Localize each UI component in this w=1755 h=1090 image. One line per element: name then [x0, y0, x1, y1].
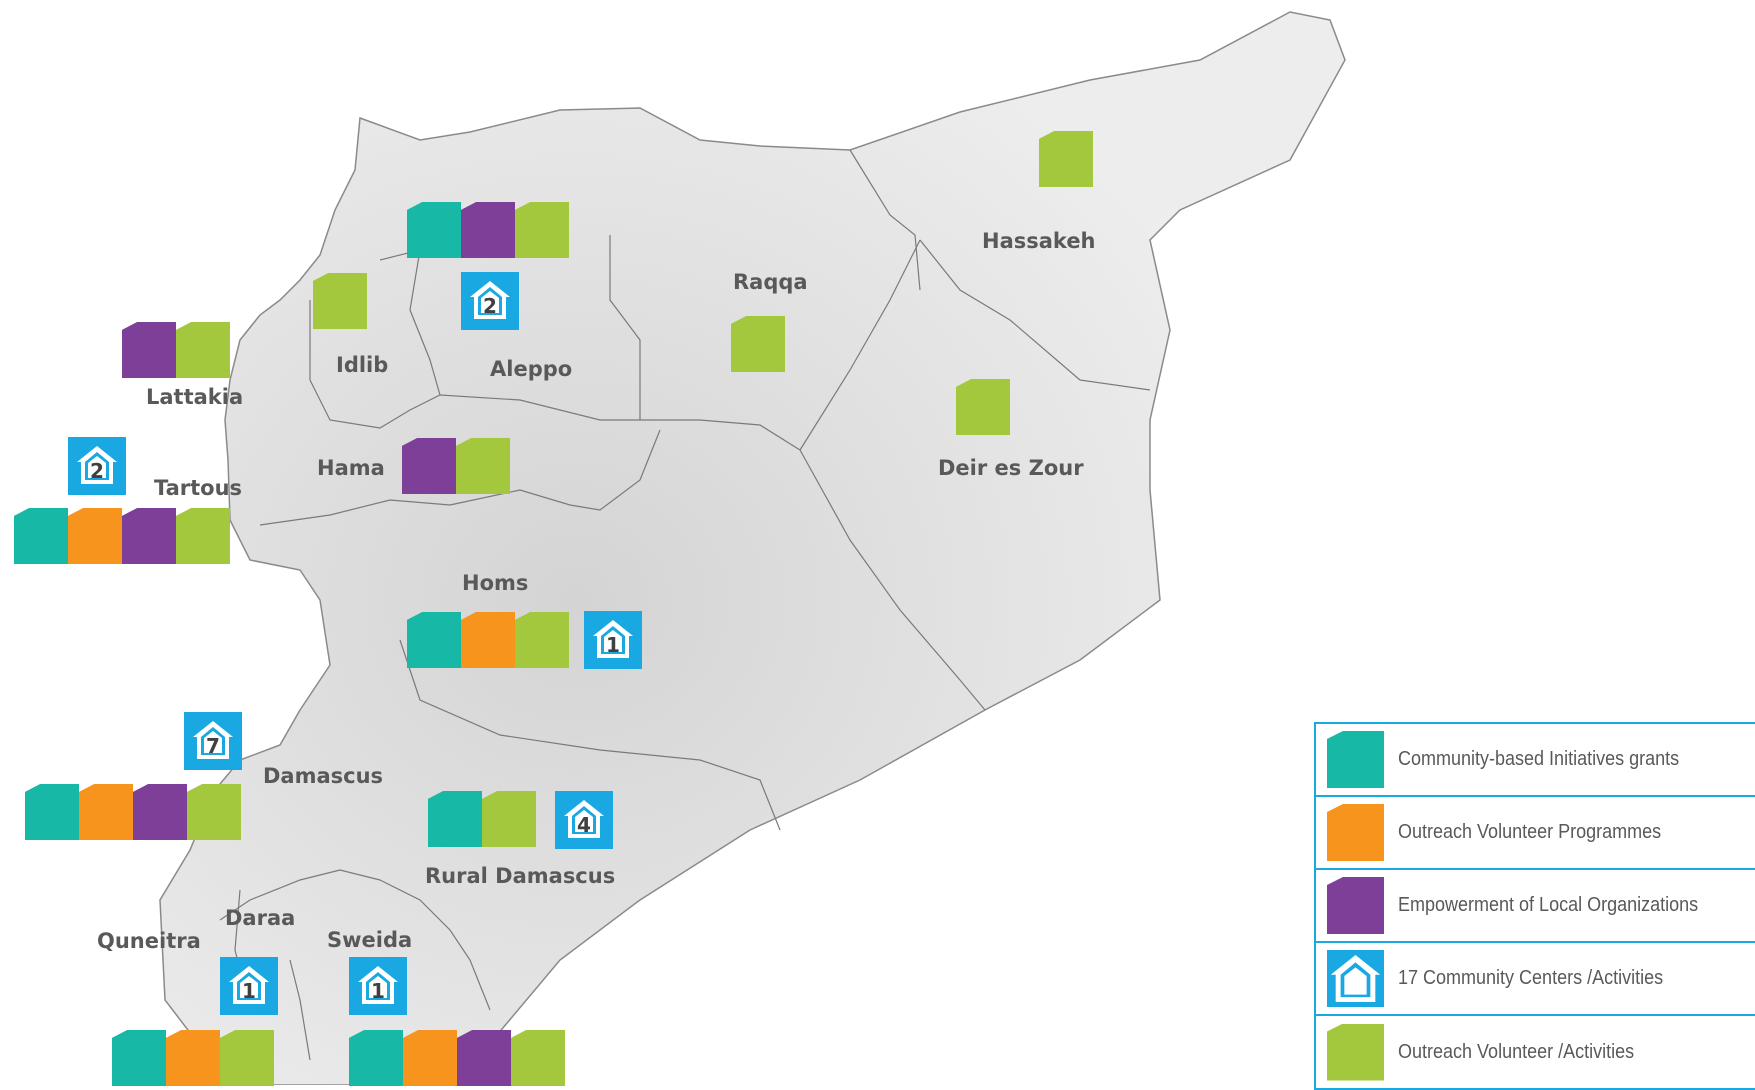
- region-label-daraa: Daraa: [225, 906, 296, 930]
- community-center-badge-damascus: 7: [184, 712, 242, 770]
- outreach-activities-marker-icon: [515, 202, 569, 258]
- community-center-badge-daraa: 1: [220, 957, 278, 1015]
- region-label-rural-damascus: Rural Damascus: [425, 864, 616, 888]
- outreach-activities-marker-icon: [313, 273, 367, 329]
- outreach-activities-marker-icon: [176, 322, 230, 378]
- legend-label: Community-based Initiatives grants: [1398, 748, 1680, 770]
- markers-damascus: [25, 784, 241, 840]
- outreach-activities-marker-icon: [187, 784, 241, 840]
- community-center-count: 1: [242, 979, 256, 1003]
- outreach-activities-marker-icon: [220, 1030, 274, 1086]
- outreach-activities-marker-icon: [515, 612, 569, 668]
- community-center-house-icon: [593, 620, 633, 658]
- outreach-programmes-marker-icon: [166, 1030, 220, 1086]
- governorate-borders: [219, 149, 1151, 1061]
- markers-hassakeh: [1039, 131, 1093, 187]
- community-center-count: 1: [606, 633, 620, 657]
- outreach-activities-marker-icon: [456, 438, 510, 494]
- community-center-house-icon: [229, 966, 269, 1004]
- empowerment-marker-icon: [1327, 877, 1384, 934]
- outreach-activities-marker-icon: [511, 1030, 565, 1086]
- outreach-activities-marker-icon: [482, 791, 536, 847]
- legend-item-community-centers: 17 Community Centers /Activities: [1316, 943, 1755, 1016]
- legend: Community-based Initiatives grants Outre…: [1314, 722, 1755, 1090]
- legend-label: Empowerment of Local Organizations: [1398, 894, 1699, 916]
- community-center-count: 4: [577, 813, 591, 837]
- markers-rural-damascus: [428, 791, 536, 847]
- community-center-badge-tartous: 2: [68, 437, 126, 495]
- community-center-badge-homs: 1: [584, 611, 642, 669]
- country-outline: [159, 11, 1346, 1085]
- community-grants-marker-icon: [428, 791, 482, 847]
- community-center-house-icon: [564, 800, 604, 838]
- community-center-count: 1: [371, 979, 385, 1003]
- legend-label: Outreach Volunteer Programmes: [1398, 821, 1662, 843]
- outreach-activities-marker-icon: [1327, 1023, 1384, 1081]
- community-grants-marker-icon: [112, 1030, 166, 1086]
- markers-tartous: [14, 508, 230, 564]
- empowerment-marker-icon: [133, 784, 187, 840]
- empowerment-marker-icon: [122, 322, 176, 378]
- outreach-activities-marker-icon: [956, 379, 1010, 435]
- markers-daraa: [112, 1030, 274, 1086]
- legend-item-community-grants: Community-based Initiatives grants: [1316, 724, 1755, 797]
- community-center-house-icon: [77, 446, 117, 484]
- region-label-idlib: Idlib: [336, 353, 389, 377]
- outreach-programmes-marker-icon: [403, 1030, 457, 1086]
- community-center-count: 2: [483, 294, 497, 318]
- community-center-badge-sweida: 1: [349, 957, 407, 1015]
- community-grants-marker-icon: [407, 202, 461, 258]
- empowerment-marker-icon: [461, 202, 515, 258]
- markers-lattakia: [122, 322, 230, 378]
- markers-deir-es-zour: [956, 379, 1010, 435]
- legend-item-outreach-activities: Outreach Volunteer /Activities: [1316, 1016, 1755, 1088]
- legend-label: 17 Community Centers /Activities: [1398, 967, 1664, 989]
- region-label-hama: Hama: [317, 456, 385, 480]
- region-label-homs: Homs: [462, 571, 529, 595]
- outreach-programmes-marker-icon: [1327, 804, 1384, 861]
- markers-raqqa: [731, 316, 785, 372]
- community-grants-marker-icon: [1327, 731, 1384, 788]
- region-label-tartous: Tartous: [154, 476, 243, 500]
- community-grants-marker-icon: [349, 1030, 403, 1086]
- region-label-raqqa: Raqqa: [733, 270, 808, 294]
- community-center-house-icon: [193, 721, 233, 759]
- region-label-lattakia: Lattakia: [146, 385, 244, 409]
- outreach-programmes-marker-icon: [68, 508, 122, 564]
- community-center-house-icon: [470, 281, 510, 319]
- legend-item-empowerment: Empowerment of Local Organizations: [1316, 870, 1755, 943]
- community-center-house-icon: [358, 966, 398, 1004]
- region-label-aleppo: Aleppo: [490, 357, 573, 381]
- region-label-sweida: Sweida: [327, 928, 413, 952]
- legend-label: Outreach Volunteer /Activities: [1398, 1040, 1635, 1063]
- community-grants-marker-icon: [25, 784, 79, 840]
- markers-aleppo: [407, 202, 569, 258]
- markers-sweida: [349, 1030, 565, 1086]
- empowerment-marker-icon: [122, 508, 176, 564]
- markers-homs: [407, 612, 569, 668]
- community-center-badge-rural-damascus: 4: [555, 791, 613, 849]
- community-center-badge-aleppo: 2: [461, 272, 519, 330]
- outreach-programmes-marker-icon: [461, 612, 515, 668]
- region-label-hassakeh: Hassakeh: [982, 229, 1096, 253]
- markers-idlib: [313, 273, 367, 329]
- outreach-activities-marker-icon: [176, 508, 230, 564]
- region-label-quneitra: Quneitra: [97, 929, 201, 953]
- empowerment-marker-icon: [402, 438, 456, 494]
- region-label-damascus: Damascus: [263, 764, 384, 788]
- legend-item-outreach-programmes: Outreach Volunteer Programmes: [1316, 797, 1755, 870]
- outreach-programmes-marker-icon: [79, 784, 133, 840]
- outreach-activities-marker-icon: [731, 316, 785, 372]
- region-label-deir-es-zour: Deir es Zour: [938, 456, 1084, 480]
- outreach-activities-marker-icon: [1039, 131, 1093, 187]
- community-center-count: 2: [90, 459, 104, 483]
- community-center-house-icon: [1327, 950, 1384, 1007]
- empowerment-marker-icon: [457, 1030, 511, 1086]
- community-grants-marker-icon: [407, 612, 461, 668]
- community-center-count: 7: [206, 734, 220, 758]
- community-grants-marker-icon: [14, 508, 68, 564]
- markers-hama: [402, 438, 510, 494]
